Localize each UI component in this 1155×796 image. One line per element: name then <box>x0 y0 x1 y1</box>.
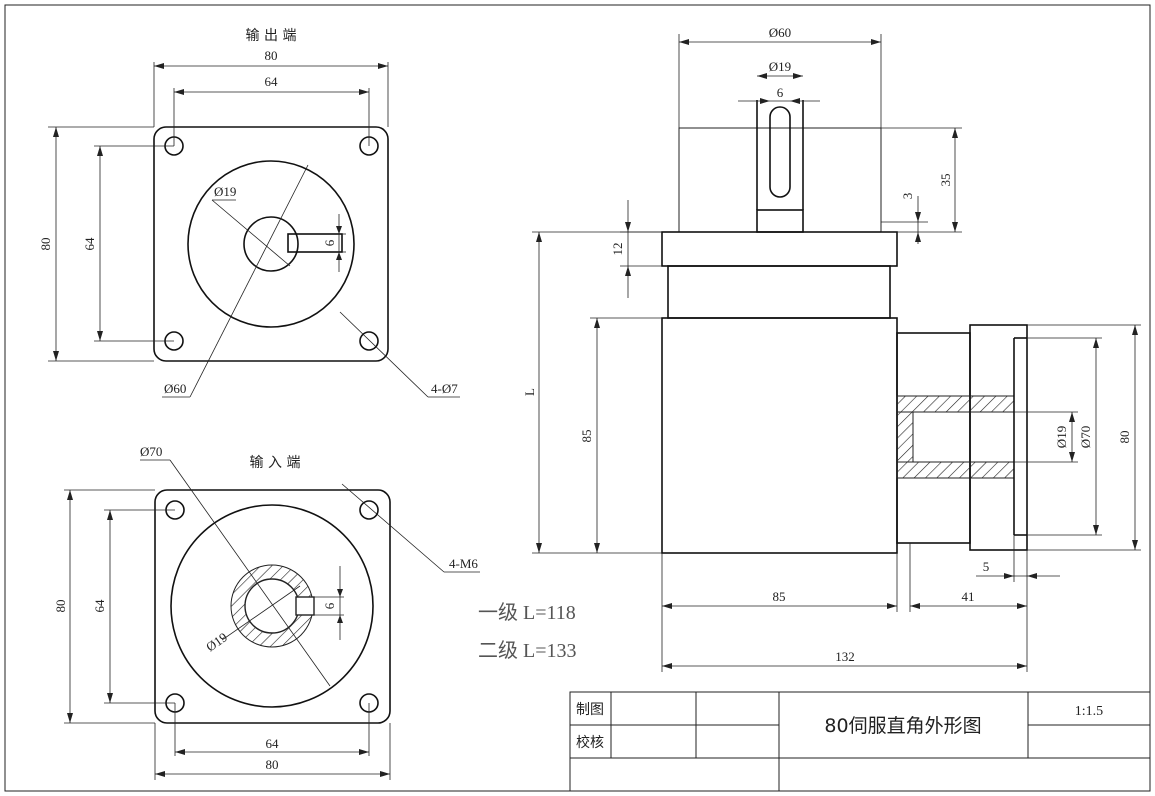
output-keyway <box>287 233 343 253</box>
side-dim-shoulder: 3 <box>900 193 915 200</box>
title-drawing-name: 80伺服直角外形图 <box>824 715 981 737</box>
output-end-view: 输 出 端 80 64 80 64 <box>38 28 460 398</box>
input-hub-hatched-left <box>896 411 914 463</box>
side-dim-body-w: 85 <box>773 589 786 604</box>
output-flange-square <box>153 126 389 362</box>
housing-neck <box>667 265 891 319</box>
input-flange-square <box>154 489 391 724</box>
input-bore-circle <box>244 578 300 634</box>
title-block: 制图 校核 80伺服直角外形图 1:1.5 <box>569 691 1151 792</box>
input-dim-height-80: 80 <box>53 600 68 613</box>
side-dim-input-flange: Ø70 <box>1078 426 1093 448</box>
input-dim-height-64: 64 <box>92 599 107 613</box>
side-dim-body-h: 85 <box>579 430 594 443</box>
output-end-title: 输 出 端 <box>246 28 297 44</box>
output-shaft-keyway <box>769 106 791 198</box>
side-dim-input-step: 5 <box>983 559 990 574</box>
title-scale: 1:1.5 <box>1075 704 1103 719</box>
output-dim-width-80: 80 <box>265 48 278 63</box>
shaft-housing <box>678 127 882 233</box>
side-dim-input-sq: 80 <box>1117 431 1132 444</box>
input-flange-side <box>969 324 1028 551</box>
gearbox-body <box>661 317 898 554</box>
side-dim-shaft-dia: Ø60 <box>769 25 791 40</box>
side-dim-L: L <box>522 388 537 396</box>
input-dim-key: 6 <box>322 602 337 609</box>
side-dim-key-width: 6 <box>777 85 784 100</box>
output-dim-holes-callout: 4-Ø7 <box>431 381 458 396</box>
output-bore-circle <box>243 216 299 272</box>
side-dim-shaft-len: 35 <box>938 174 953 187</box>
input-hub-hatched-bottom <box>896 461 1015 479</box>
output-dim-bore: Ø19 <box>214 184 236 199</box>
shaft-shoulder <box>756 209 804 233</box>
side-dim-flange-thk: 12 <box>610 243 625 256</box>
input-dim-bore: Ø19 <box>203 629 230 654</box>
output-pilot-circle <box>187 160 355 328</box>
side-dim-total: 132 <box>835 649 855 664</box>
input-keyway <box>295 596 315 616</box>
input-flange-circle <box>170 504 374 708</box>
input-dim-width-80: 80 <box>266 757 279 772</box>
note-double-stage: 二级 L=133 <box>478 639 577 662</box>
input-dim-width-64: 64 <box>266 736 280 751</box>
note-single-stage: 一级 L=118 <box>478 601 576 624</box>
output-hole-br <box>359 331 379 351</box>
output-dim-width-64: 64 <box>265 74 279 89</box>
title-drawn-by-label: 制图 <box>576 702 604 718</box>
input-end-title: 输 入 端 <box>250 455 301 471</box>
side-dim-input-len: 41 <box>962 589 975 604</box>
input-end-view: 输 入 端 Ø70 4-M6 80 64 Ø19 <box>53 444 480 780</box>
output-flange <box>661 231 898 267</box>
side-view: Ø60 Ø19 6 35 3 12 <box>522 25 1141 672</box>
input-hub-hatched-top <box>896 395 1015 413</box>
output-dim-key: 6 <box>322 239 337 246</box>
output-dim-height-80: 80 <box>38 238 53 251</box>
side-dim-input-bore: Ø19 <box>1054 426 1069 448</box>
output-dim-height-64: 64 <box>82 237 97 251</box>
side-dim-key-dia: Ø19 <box>769 59 791 74</box>
input-hole-tr <box>359 500 379 520</box>
output-dim-pilot: Ø60 <box>164 381 186 396</box>
input-dim-holes-callout: 4-M6 <box>449 556 478 571</box>
input-dim-flange: Ø70 <box>140 444 162 459</box>
title-checked-by-label: 校核 <box>576 734 604 751</box>
